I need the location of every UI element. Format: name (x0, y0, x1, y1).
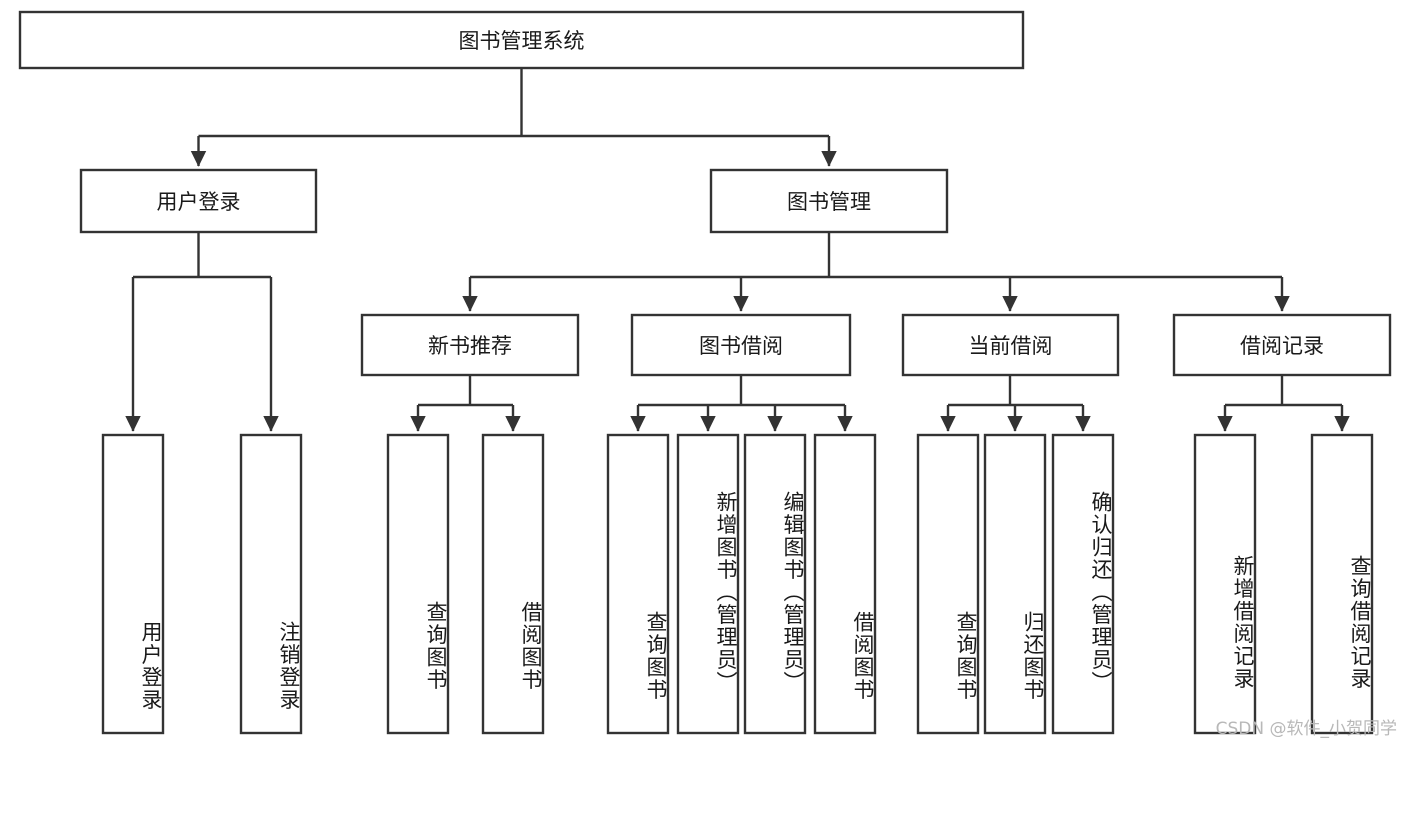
node-box-leaf-edit-book[interactable] (743, 433, 807, 735)
node-box-leaf-logout[interactable] (239, 433, 303, 735)
node-box-new-book-recommend[interactable] (360, 313, 580, 377)
node-box-leaf-add-book[interactable] (676, 433, 740, 735)
csdn-watermark: CSDN @软件_小贺同学 (1215, 719, 1397, 739)
node-box-leaf-borrow-book-1[interactable] (481, 433, 545, 735)
node-box-book-management[interactable] (709, 168, 949, 234)
node-box-leaf-add-record[interactable] (1193, 433, 1257, 735)
flowchart-diagram: 图书管理系统 用户登录 图书管理 新书推荐 图书借阅 当前借阅 借阅记录 用户登… (18, 10, 1397, 739)
tree-svg-canvas (18, 10, 1392, 735)
node-box-book-borrow[interactable] (630, 313, 852, 377)
node-box-leaf-borrow-book-2[interactable] (813, 433, 877, 735)
node-box-leaf-confirm-return[interactable] (1051, 433, 1115, 735)
connectors-layer (125, 68, 1350, 432)
node-box-leaf-query-record[interactable] (1310, 433, 1374, 735)
node-box-leaf-query-book-3[interactable] (916, 433, 980, 735)
node-box-user-login[interactable] (79, 168, 318, 234)
boxes-layer (18, 10, 1392, 735)
node-box-current-borrow[interactable] (901, 313, 1120, 377)
node-box-leaf-user-login[interactable] (101, 433, 165, 735)
node-box-leaf-return-book[interactable] (983, 433, 1047, 735)
node-box-leaf-query-book-2[interactable] (606, 433, 670, 735)
node-box-leaf-query-book-1[interactable] (386, 433, 450, 735)
node-box-borrow-record[interactable] (1172, 313, 1392, 377)
node-box-root[interactable] (18, 10, 1025, 70)
